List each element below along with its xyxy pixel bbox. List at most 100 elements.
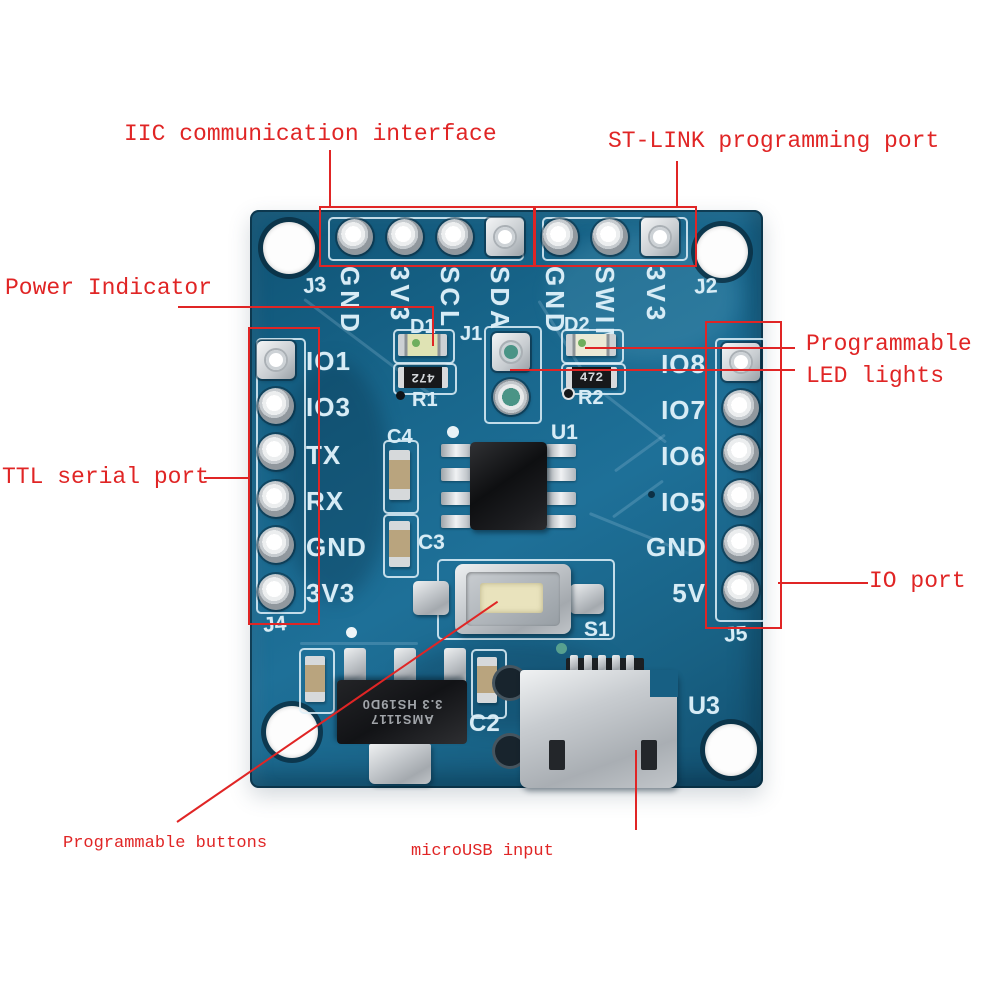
capacitor-input [305, 656, 325, 702]
via-dot [396, 391, 405, 400]
button-s1-lead-left [413, 581, 449, 615]
usb-pin [584, 655, 592, 673]
u1-pin [441, 492, 471, 505]
pin-j2-3v3 [641, 218, 679, 256]
pin-j5-io8 [722, 343, 760, 381]
usb-slot [641, 740, 657, 770]
pin-j4-tx [258, 434, 294, 470]
regulator-tab [369, 744, 431, 784]
button-s1-actuator [480, 583, 543, 613]
resistor-r2: 472 [566, 367, 617, 388]
annotation-ttl-label: TTL serial port [2, 464, 210, 490]
silkscreen-box-r1 [393, 363, 457, 395]
pin-j3-gnd [337, 219, 373, 255]
annotation-ttl-line [204, 477, 249, 479]
annotation-stlink-label: ST-LINK programming port [608, 128, 940, 154]
usb-pin [570, 655, 578, 673]
led-d1-die [412, 339, 420, 347]
regulator-marking-line2: 3.3 HS19D0 [361, 697, 443, 712]
capacitor-c2 [477, 657, 497, 703]
regulator-lead [344, 648, 366, 684]
silkscreen-dot [447, 426, 459, 438]
pin-label-3v3: 3V3 [306, 578, 356, 608]
annotation-iic-label: IIC communication interface [124, 121, 497, 147]
component-ref-j1: J1 [460, 323, 483, 345]
component-ref-d2: D2 [564, 314, 590, 336]
pin-j1-1 [492, 333, 530, 371]
annotation-io-label: IO port [869, 568, 966, 594]
component-ref-r1: R1 [412, 389, 438, 411]
via-dot [648, 491, 655, 498]
annotation-iic-line [329, 150, 331, 207]
pin-label-rx: RX [306, 486, 345, 516]
u1-pin [441, 515, 471, 528]
annotation-stlink-line [676, 161, 678, 207]
annotation-led-line2 [510, 369, 795, 371]
annotation-stlink-box [533, 206, 697, 267]
regulator-marking-line1: AMS1117 [370, 712, 434, 727]
mounting-hole-top-right [696, 226, 748, 278]
resistor-r2-marking: 472 [579, 370, 604, 385]
pin-j3-scl [437, 219, 473, 255]
regulator-lead [444, 648, 466, 684]
usb-slot [549, 740, 565, 770]
pin-j4-io1 [257, 341, 295, 379]
annotation-iic-box [319, 206, 536, 267]
button-s1-lead-right [570, 584, 604, 614]
pin-j4-io3 [258, 388, 294, 424]
annotation-io-box [705, 321, 782, 629]
component-ref-u1: U1 [551, 421, 578, 444]
pin-label-io8: IO8 [661, 349, 706, 379]
led-d2-programmable [566, 334, 616, 356]
silkscreen-box-cap [299, 648, 335, 714]
annotation-io-line [778, 582, 868, 584]
pcb-shade [280, 360, 390, 600]
silkscreen-box-c3 [383, 514, 419, 578]
u1-pin [546, 444, 576, 457]
pin-label-io3: IO3 [306, 392, 351, 422]
via-dot [556, 643, 567, 654]
u1-pin [441, 444, 471, 457]
component-ref-u3: U3 [688, 692, 720, 720]
pin-label-5v: 5V [672, 578, 706, 608]
component-ref-c3: C3 [418, 531, 445, 554]
pin-label-gnd: GND [646, 532, 707, 562]
pin-j5-5v [723, 572, 759, 608]
pcb-trace [300, 642, 418, 645]
annotation-usb-line [635, 750, 637, 830]
silkscreen-box-j1 [484, 326, 542, 424]
pin-label-io6: IO6 [661, 441, 706, 471]
pin-j5-io5 [723, 480, 759, 516]
pin-j4-gnd [258, 527, 294, 563]
usb-pin [598, 655, 606, 673]
pin-label-scl: SCL [435, 266, 465, 330]
annotation-power-label: Power Indicator [5, 275, 213, 301]
annotation-buttons-label: Programmable buttons [63, 834, 268, 853]
resistor-r1-marking: 472 [411, 370, 435, 385]
pin-j4-3v3 [258, 574, 294, 610]
usb-shield-notch [650, 670, 678, 697]
usb-pin [626, 655, 634, 673]
regulator-ams1117: AMS1117 3.3 HS19D0 [337, 680, 467, 744]
annotation-led-label-line2: LED lights [806, 363, 945, 389]
silkscreen-box-j4 [256, 338, 306, 614]
annotation-led-label-line1: Programmable [806, 331, 972, 357]
connector-ref-j2: J2 [693, 274, 719, 299]
component-ref-d1: D1 [410, 316, 436, 338]
component-ref-c4: C4 [387, 426, 413, 448]
pin-label-io7: IO7 [661, 395, 706, 425]
annotation-ttl-box [248, 327, 320, 625]
silkscreen-box-j5 [715, 338, 767, 622]
u1-pin [546, 492, 576, 505]
pin-j4-rx [258, 481, 294, 517]
pin-j2-gnd [542, 219, 578, 255]
connector-ref-j3: J3 [301, 272, 328, 299]
silkscreen-box-r2 [561, 363, 626, 395]
capacitor-c4 [389, 450, 410, 500]
pin-label-io1: IO1 [306, 346, 351, 376]
led-d2-die [578, 339, 586, 347]
annotation-usb-label: microUSB input [411, 842, 554, 861]
component-ref-r2: R2 [578, 387, 604, 409]
pin-label-gnd: GND [335, 266, 365, 336]
